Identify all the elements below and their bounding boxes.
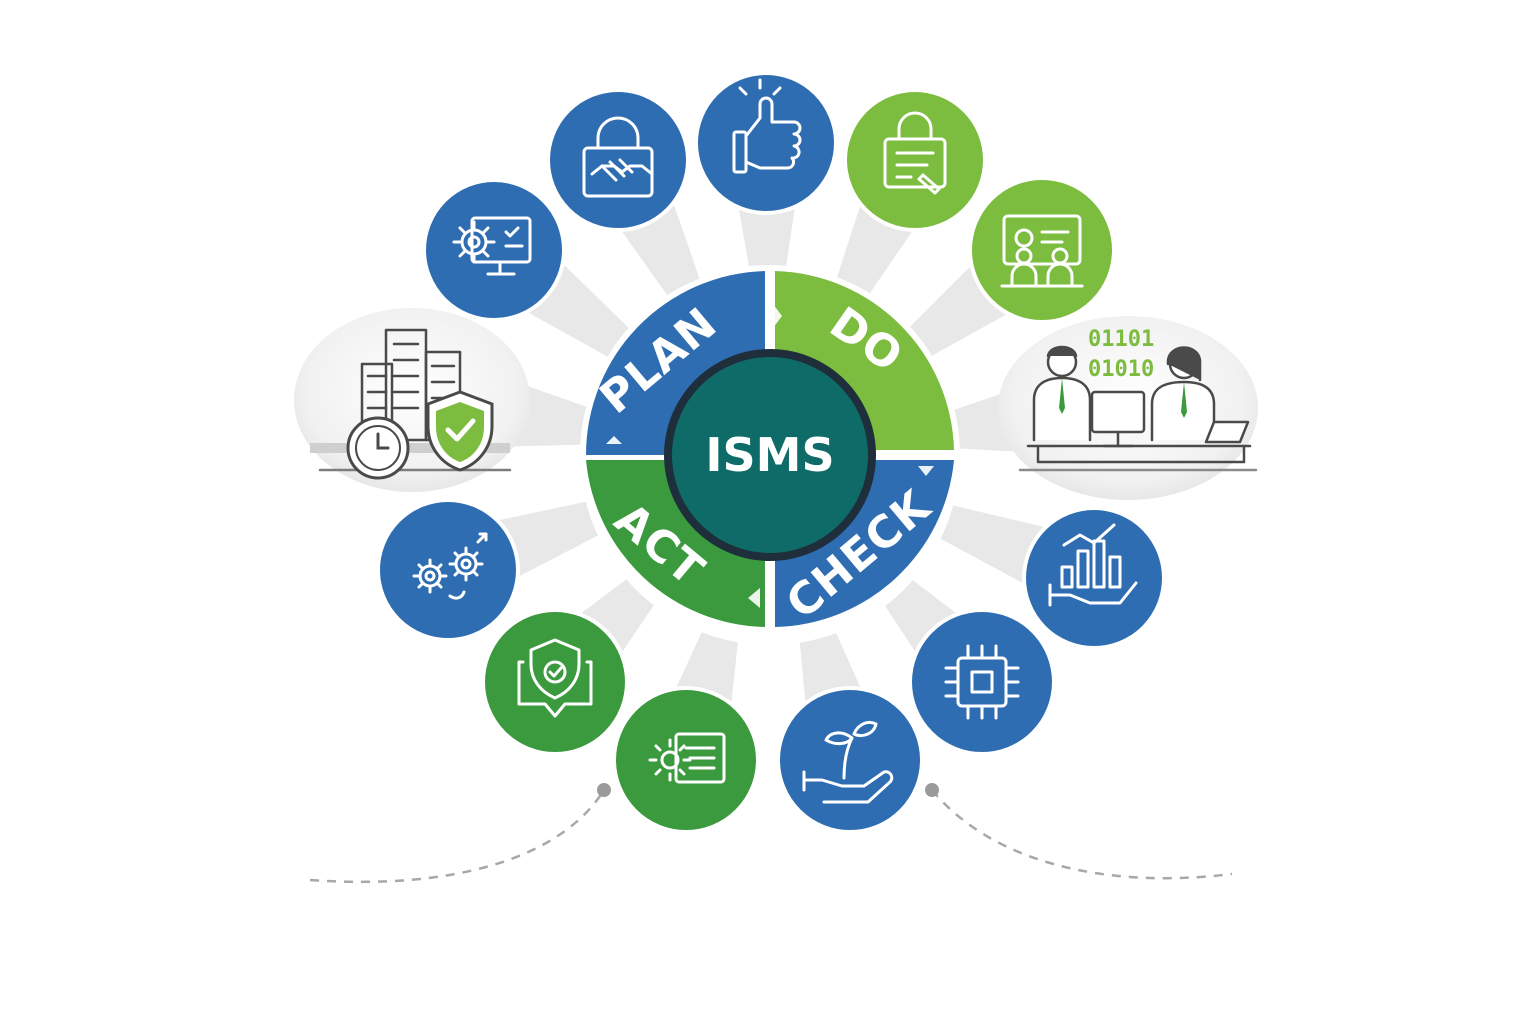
microchip-icon <box>944 644 1020 720</box>
binary-line-1: 01101 <box>1088 327 1154 352</box>
arrow-do-check <box>918 466 934 476</box>
hand-seedling-icon <box>802 720 894 804</box>
icon-layer <box>412 78 1138 804</box>
node-lock-document <box>843 88 987 232</box>
gear-document-icon <box>648 732 726 784</box>
node-lock-handshake <box>546 88 690 232</box>
dashed-curve-right <box>931 789 1233 880</box>
dashed-curve-left-dot <box>597 783 611 797</box>
dashed-curve-left <box>309 789 606 884</box>
node-microchip <box>908 608 1056 756</box>
center-label: ISMS <box>705 428 834 482</box>
node-layer <box>376 71 1166 834</box>
operators-binary-illustration: 01101 01010 <box>998 316 1258 500</box>
arrow-check-act <box>748 588 760 608</box>
node-thumbs-up <box>694 71 838 215</box>
segment-do <box>775 271 954 450</box>
hand-growth-chart-icon <box>1048 523 1138 607</box>
buildings-clock-shield-illustration <box>294 308 530 492</box>
thumbs-up-icon <box>732 78 802 174</box>
gears-cycle-icon <box>412 532 488 600</box>
node-gear-monitor-checklist <box>422 178 566 322</box>
lock-document-icon <box>883 111 947 195</box>
lock-handshake-icon <box>582 116 654 198</box>
clock-icon <box>346 416 410 480</box>
node-hand-seedling <box>776 686 924 834</box>
segment-plan <box>586 271 765 455</box>
node-gears-cycle <box>376 498 520 642</box>
presentation-meeting-icon <box>1000 214 1084 288</box>
shield-chat-icon <box>517 638 593 718</box>
gear-monitor-checklist-icon <box>452 216 532 276</box>
dashed-curves <box>309 783 1233 884</box>
dashed-curve-right-dot <box>925 783 939 797</box>
arrow-plan-do <box>770 300 782 332</box>
center-circle <box>672 357 868 553</box>
segment-act <box>586 460 765 627</box>
shield-check-icon <box>426 390 494 472</box>
pdca-ring: PLAN DO CHECK ACT ISMS <box>580 265 960 645</box>
segment-check <box>775 460 954 627</box>
node-presentation-meeting <box>968 176 1116 324</box>
arrow-act-plan <box>606 436 622 444</box>
binary-line-2: 01010 <box>1088 357 1154 382</box>
